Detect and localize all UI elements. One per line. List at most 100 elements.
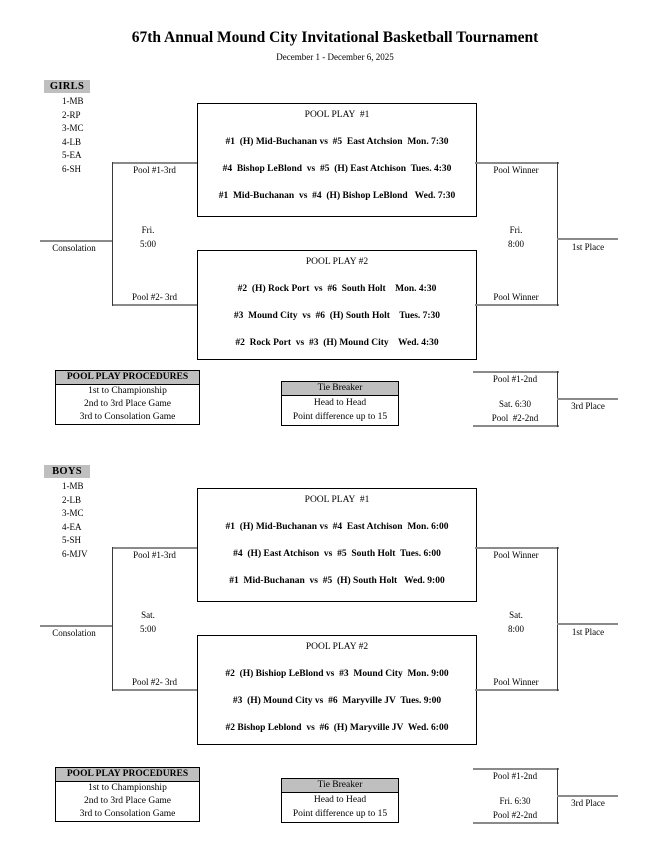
pool1-title: POOL PLAY #1 <box>304 495 370 505</box>
boys-pool1-box: POOL PLAY #1 #1 (H) Mid-Buchanan vs #4 E… <box>197 488 477 602</box>
tie-breaker-box: Tie Breaker Head to Head Point differenc… <box>281 381 399 426</box>
consolation-day-label: Sat. <box>141 610 155 620</box>
procedures-row: 1st to Championship <box>88 386 167 396</box>
bracket-line <box>557 238 618 240</box>
legend-item: 2-LB <box>62 494 81 505</box>
bracket-line <box>40 625 112 627</box>
procedures-row: 3rd to Consolation Game <box>79 809 176 819</box>
consolation-day-label: Fri. <box>141 225 155 235</box>
third-place-top-seed-label: Pool #1-2nd <box>492 374 538 384</box>
legend-item: 4-EA <box>62 521 82 532</box>
bracket-line <box>475 689 559 691</box>
bracket-line <box>475 547 559 549</box>
bracket-line <box>475 162 559 164</box>
pool2-title: POOL PLAY #2 <box>305 642 369 652</box>
consolation-time-label: 5:00 <box>139 239 156 249</box>
pool-play-procedures-box: POOL PLAY PROCEDURES 1st to Championship… <box>55 370 200 425</box>
third-place-label: 3rd Place <box>571 798 605 808</box>
bracket-line <box>557 162 559 306</box>
pool-winner-bottom-label: Pool Winner <box>493 292 539 302</box>
pool-winner-top-label: Pool Winner <box>493 550 539 560</box>
pool2-seed-label: Pool #2- 3rd <box>132 292 177 302</box>
third-place-time-label: Sat. 6:30 <box>498 399 531 409</box>
bracket-line <box>557 547 559 691</box>
third-place-bottom-seed-label: Pool #2-2nd <box>491 413 539 423</box>
pool-winner-top-label: Pool Winner <box>493 165 539 175</box>
pool-winner-bottom-label: Pool Winner <box>493 677 539 687</box>
tie-breaker-row: Head to Head <box>313 398 367 408</box>
legend-item: 4-LB <box>62 136 81 147</box>
page-title: 67th Annual Mound City Invitational Bask… <box>131 29 539 46</box>
third-place-bottom-seed-label: Pool #2-2nd <box>492 810 538 820</box>
bracket-line <box>112 162 114 306</box>
bracket-line <box>557 795 618 797</box>
tie-breaker-row: Head to Head <box>313 795 367 805</box>
girls-bottom-row: POOL PLAY PROCEDURES 1st to Championship… <box>0 370 670 442</box>
legend-item: 5-EA <box>62 150 82 160</box>
boys-bottom-row: POOL PLAY PROCEDURES 1st to Championship… <box>0 767 670 839</box>
bracket-line <box>112 547 197 549</box>
bracket-line <box>112 547 114 691</box>
legend-item: 1-MB <box>62 96 84 106</box>
legend-item: 6-MJV <box>62 548 88 559</box>
third-place-time-label: Fri. 6:30 <box>499 796 531 806</box>
girls-section-header: GIRLS <box>44 80 90 93</box>
pool2-seed-label: Pool #2- 3rd <box>132 677 177 687</box>
first-place-label: 1st Place <box>571 627 605 637</box>
procedures-row: 3rd to Consolation Game <box>79 412 176 422</box>
section-boys: BOYS 1-MB 2-LB 3-MC 4-EA 5-SH 6-MJV POOL… <box>0 465 670 847</box>
game-row: #3 (H) Mound City vs #6 Maryville JV Tue… <box>232 696 442 706</box>
bracket-line <box>112 162 197 164</box>
legend-item: 2-RP <box>62 109 81 120</box>
bracket-line <box>557 623 618 625</box>
game-row: #4 (H) East Atchison vs #5 South Holt Tu… <box>233 549 441 559</box>
game-row: #2 (H) Rock Port vs #6 South Holt Mon. 4… <box>237 284 437 294</box>
tie-breaker-box: Tie Breaker Head to Head Point differenc… <box>281 778 399 823</box>
third-place-top-seed-label: Pool #1-2nd <box>492 771 538 781</box>
pool-play-procedures-box: POOL PLAY PROCEDURES 1st to Championship… <box>55 767 200 822</box>
consolation-label: Consolation <box>52 243 96 253</box>
boys-seed-legend: 1-MB 2-LB 3-MC 4-EA 5-SH 6-MJV <box>62 480 88 561</box>
legend-item: 3-MC <box>62 123 84 133</box>
game-row: #3 Mound City vs #6 (H) South Holt Tues.… <box>233 311 441 321</box>
bracket-line <box>473 768 559 770</box>
tie-breaker-row: Point difference up to 15 <box>292 412 388 422</box>
boys-section-header: BOYS <box>44 465 90 478</box>
bracket-line <box>473 425 559 427</box>
legend-item: 6-SH <box>62 163 82 174</box>
girls-pool2-box: POOL PLAY #2 #2 (H) Rock Port vs #6 Sout… <box>197 250 477 360</box>
first-place-label: 1st Place <box>571 242 605 252</box>
tie-breaker-row: Point difference up to 15 <box>292 809 388 819</box>
final-time-label: 8:00 <box>507 624 524 634</box>
pool1-title: POOL PLAY #1 <box>304 110 370 120</box>
final-day-label: Fri. <box>509 225 523 235</box>
procedures-row: 2nd to 3rd Place Game <box>83 399 172 409</box>
game-row: #1 Mid-Buchanan vs #5 (H) South Holt Wed… <box>229 576 445 586</box>
game-row: #2 Rock Port vs #3 (H) Mound City Wed. 4… <box>235 338 439 348</box>
tie-breaker-title: Tie Breaker <box>282 382 398 396</box>
final-time-label: 8:00 <box>507 239 524 249</box>
pool2-title: POOL PLAY #2 <box>305 257 369 267</box>
bracket-line <box>473 822 559 824</box>
game-row: #1 (H) Mid-Buchanan vs #5 East Atchsion … <box>225 137 449 147</box>
bracket-line <box>112 689 197 691</box>
procedures-title: POOL PLAY PROCEDURES <box>56 768 199 782</box>
pool1-seed-label: Pool #1-3rd <box>133 165 176 175</box>
section-girls: GIRLS 1-MB 2-RP 3-MC 4-LB 5-EA 6-SH POOL… <box>0 80 670 465</box>
game-row: #4 Bishop LeBlond vs #5 (H) East Atchiso… <box>222 164 452 174</box>
girls-pool1-box: POOL PLAY #1 #1 (H) Mid-Buchanan vs #5 E… <box>197 103 477 217</box>
third-place-label: 3rd Place <box>571 401 605 411</box>
legend-item: 5-SH <box>62 535 82 545</box>
game-row: #1 (H) Mid-Buchanan vs #4 East Atchison … <box>225 522 449 532</box>
legend-item: 3-MC <box>62 508 84 518</box>
final-day-label: Sat. <box>509 610 523 620</box>
bracket-line <box>473 371 559 373</box>
procedures-row: 1st to Championship <box>88 783 167 793</box>
game-row: #1 Mid-Buchanan vs #4 (H) Bishop LeBlond… <box>218 191 456 201</box>
page-subtitle: December 1 - December 6, 2025 <box>276 52 394 62</box>
bracket-line <box>40 240 112 242</box>
boys-pool2-box: POOL PLAY #2 #2 (H) Bishiop LeBlond vs #… <box>197 635 477 745</box>
procedures-title: POOL PLAY PROCEDURES <box>56 371 199 385</box>
game-row: #2 (H) Bishiop LeBlond vs #3 Mound City … <box>225 669 449 679</box>
pool1-seed-label: Pool #1-3rd <box>133 550 176 560</box>
